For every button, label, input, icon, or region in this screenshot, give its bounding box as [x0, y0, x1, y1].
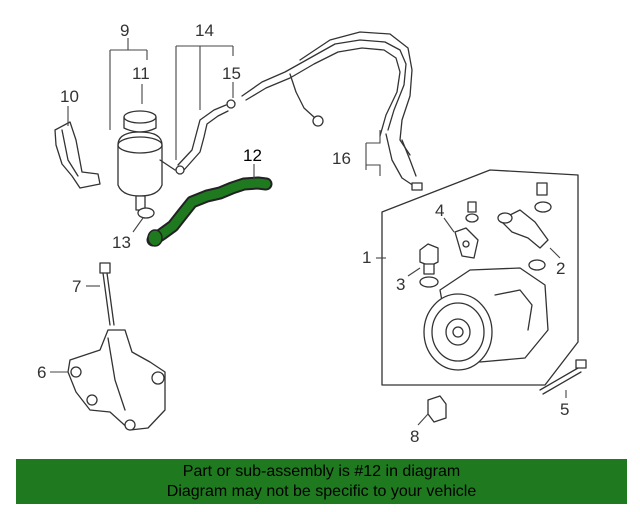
callout-8: 8 — [410, 427, 419, 446]
callout-6: 6 — [37, 363, 46, 382]
callout-9: 9 — [120, 21, 129, 40]
power-steering-reservoir-part[interactable] — [117, 131, 176, 211]
banner-line-2: Diagram may not be specific to your vehi… — [166, 483, 477, 500]
callout-7: 7 — [72, 277, 81, 296]
pump-fitting-part[interactable] — [497, 182, 552, 271]
power-steering-pump-part[interactable] — [423, 267, 549, 371]
callout-16: 16 — [332, 149, 351, 168]
pump-mounting-bracket-part[interactable] — [67, 329, 166, 431]
banner-line-1: Part or sub-assembly is #12 in diagram — [182, 463, 461, 480]
parts-diagram: 10 9 11 13 14 15 16 — [37, 21, 587, 446]
reservoir-cap-part[interactable] — [123, 110, 157, 133]
mounting-bolt-5-part[interactable] — [539, 359, 587, 395]
pump-assembly-frame — [381, 169, 579, 386]
callout-12: 12 — [243, 146, 262, 165]
info-banner: Part or sub-assembly is #12 in diagram D… — [16, 459, 627, 504]
return-hose-part[interactable] — [177, 104, 229, 171]
callout-5: 5 — [560, 400, 569, 419]
callout-10: 10 — [60, 87, 79, 106]
mount-cushion-part[interactable] — [427, 395, 447, 423]
callout-11: 11 — [132, 64, 150, 83]
callout-14: 14 — [195, 21, 214, 40]
callout-3: 3 — [396, 275, 405, 294]
reservoir-bracket-part[interactable] — [54, 121, 101, 189]
union-fitting-part[interactable] — [419, 243, 439, 288]
bracket-bolt-7-part[interactable] — [99, 262, 115, 326]
callout-4: 4 — [435, 201, 444, 220]
callout-13: 13 — [112, 233, 131, 252]
clamp-15-part[interactable] — [175, 99, 236, 175]
pressure-hose-assembly-part[interactable] — [241, 31, 423, 191]
supply-hose-part-12[interactable] — [146, 176, 273, 247]
hose-clamp-part[interactable] — [137, 207, 155, 219]
pump-bracket-4-part[interactable] — [454, 201, 479, 259]
callout-2: 2 — [556, 259, 565, 278]
callout-1: 1 — [362, 248, 371, 267]
callout-15: 15 — [222, 64, 241, 83]
